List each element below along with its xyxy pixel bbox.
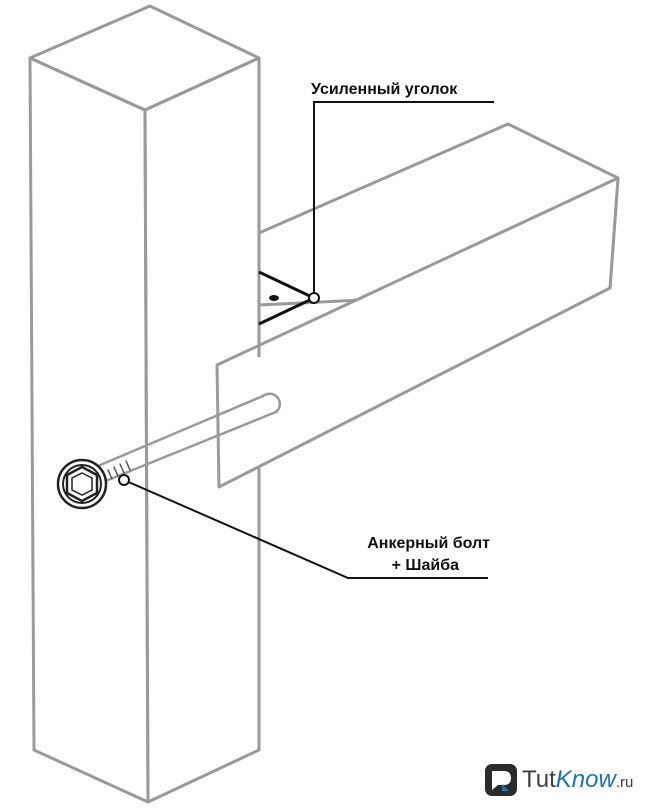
- washer-inner: [62, 464, 102, 504]
- tutknow-logo-icon: [485, 764, 517, 796]
- horizontal-beam: [215, 122, 620, 489]
- corner-label: Усиленный уголок: [311, 81, 458, 98]
- watermark-text: TutKnow.ru: [522, 766, 633, 793]
- anchor-bolt: [96, 392, 282, 484]
- bolt-leader-line: [123, 479, 488, 579]
- beam-side-face: [215, 176, 620, 489]
- post-right-face: [143, 56, 261, 804]
- corner-leader-dot: [308, 292, 320, 304]
- hex-nut-face: [71, 472, 93, 496]
- bolt-rod-end: [261, 392, 282, 414]
- bolt-label-line2: + Шайба: [392, 557, 459, 574]
- bolt-rod-top-edge: [96, 394, 265, 468]
- bolt-leader: [118, 474, 488, 579]
- bolt-rod-bottom-edge: [101, 410, 278, 484]
- corner-leader: [308, 101, 494, 304]
- corner-leader-line: [313, 101, 494, 298]
- bolt-label-line1: Анкерный болт: [367, 535, 490, 552]
- watermark: TutKnow.ru: [485, 764, 633, 796]
- bolt-thread: [107, 460, 131, 480]
- post-top-face: [28, 4, 261, 112]
- bolt-nut-washer: [56, 458, 108, 510]
- vertical-post: [28, 4, 261, 804]
- bracket-screw: [269, 295, 279, 301]
- bolt-leader-dot: [118, 474, 130, 486]
- hex-nut: [65, 465, 99, 503]
- post-left-face: [28, 56, 150, 804]
